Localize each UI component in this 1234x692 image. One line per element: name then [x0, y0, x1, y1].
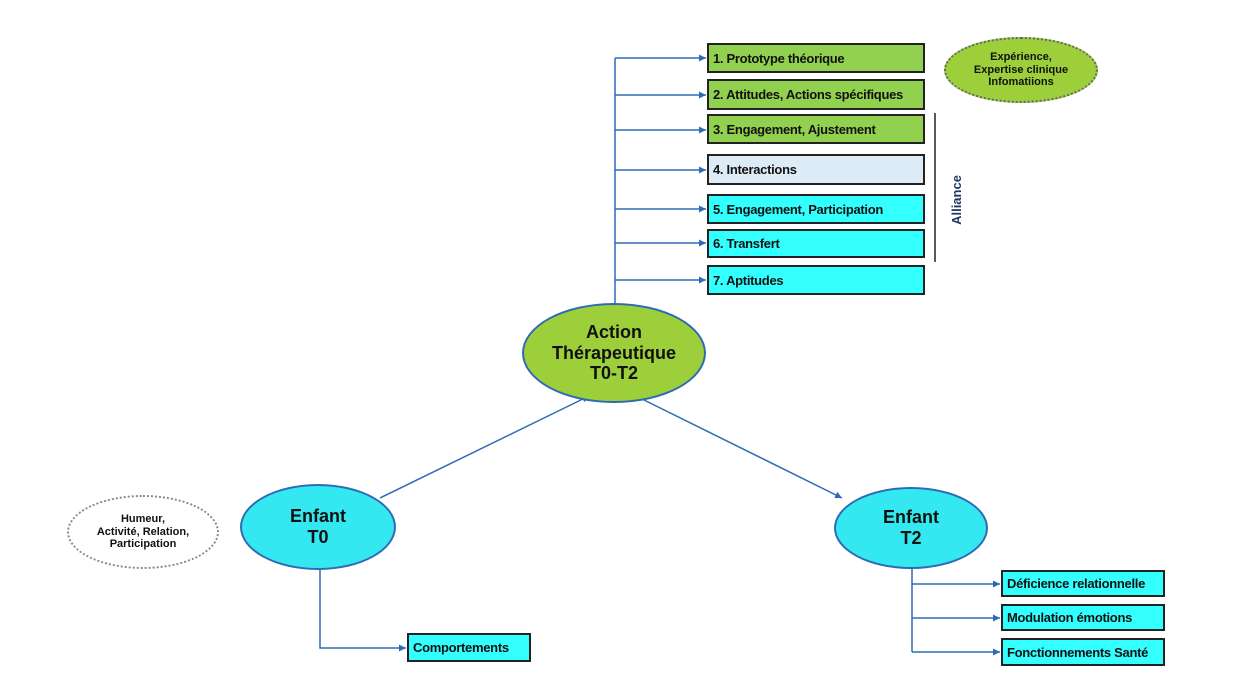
action-item-1-label: 1. Prototype théorique — [713, 50, 845, 66]
action-item-7: 7. Aptitudes — [707, 265, 925, 295]
action-item-6: 6. Transfert — [707, 229, 925, 258]
arrow-t0-to-action — [379, 395, 590, 499]
expertise-note-line-1: Expérience, — [990, 51, 1052, 64]
enfant-t0-line-2: T0 — [307, 527, 329, 547]
expertise-note: Expérience, Expertise clinique Infomatii… — [944, 37, 1098, 103]
humeur-note-line-3: Participation — [109, 538, 177, 551]
t2-outcome-2: Modulation émotions — [1001, 604, 1165, 631]
action-item-3: 3. Engagement, Ajustement — [707, 114, 925, 144]
t2-outcome-3: Fonctionnements Santé — [1001, 638, 1165, 666]
action-item-6-label: 6. Transfert — [713, 236, 780, 251]
action-item-2-label: 2. Attitudes, Actions spécifiques — [713, 87, 903, 102]
arrow-t0-outcome — [319, 568, 406, 652]
enfant-t2-node: Enfant T2 — [834, 487, 988, 569]
action-item-4: 4. Interactions — [707, 154, 925, 185]
t2-outcome-2-label: Modulation émotions — [1007, 610, 1133, 625]
expertise-note-line-2: Expertise clinique — [973, 63, 1069, 76]
humeur-note-line-2: Activité, Relation, — [96, 525, 190, 538]
alliance-label: Alliance — [948, 175, 964, 225]
t0-outcome-comportements: Comportements — [407, 633, 531, 662]
action-therapeutique-node: Action Thérapeutique T0-T2 — [522, 303, 706, 403]
action-item-4-label: 4. Interactions — [713, 162, 797, 177]
enfant-t0-node: Enfant T0 — [240, 484, 396, 570]
action-node-line-2: Thérapeutique — [551, 342, 676, 363]
t2-outcome-1: Déficience relationnelle — [1001, 570, 1165, 597]
enfant-t0-line-1: Enfant — [290, 506, 346, 527]
action-item-3-label: 3. Engagement, Ajustement — [713, 121, 876, 137]
t2-outcome-3-label: Fonctionnements Santé — [1007, 644, 1149, 660]
action-node-line-1: Action — [586, 321, 642, 342]
action-item-1: 1. Prototype théorique — [707, 43, 925, 73]
enfant-t2-line-1: Enfant — [883, 507, 939, 528]
t0-outcome-label: Comportements — [413, 640, 509, 655]
action-item-2: 2. Attitudes, Actions spécifiques — [707, 79, 925, 110]
action-node-line-3: T0-T2 — [589, 363, 638, 384]
humeur-note: Humeur, Activité, Relation, Participatio… — [67, 495, 219, 569]
enfant-t2-line-2: T2 — [900, 528, 922, 548]
action-item-5: 5. Engagement, Participation — [707, 194, 925, 224]
t2-outcome-1-label: Déficience relationnelle — [1007, 576, 1146, 591]
action-item-7-label: 7. Aptitudes — [713, 272, 784, 288]
expertise-note-line-3: Infomatiions — [988, 76, 1054, 89]
action-item-5-label: 5. Engagement, Participation — [713, 201, 884, 217]
humeur-note-line-1: Humeur, — [120, 513, 165, 526]
arrow-action-to-t2 — [639, 397, 843, 499]
